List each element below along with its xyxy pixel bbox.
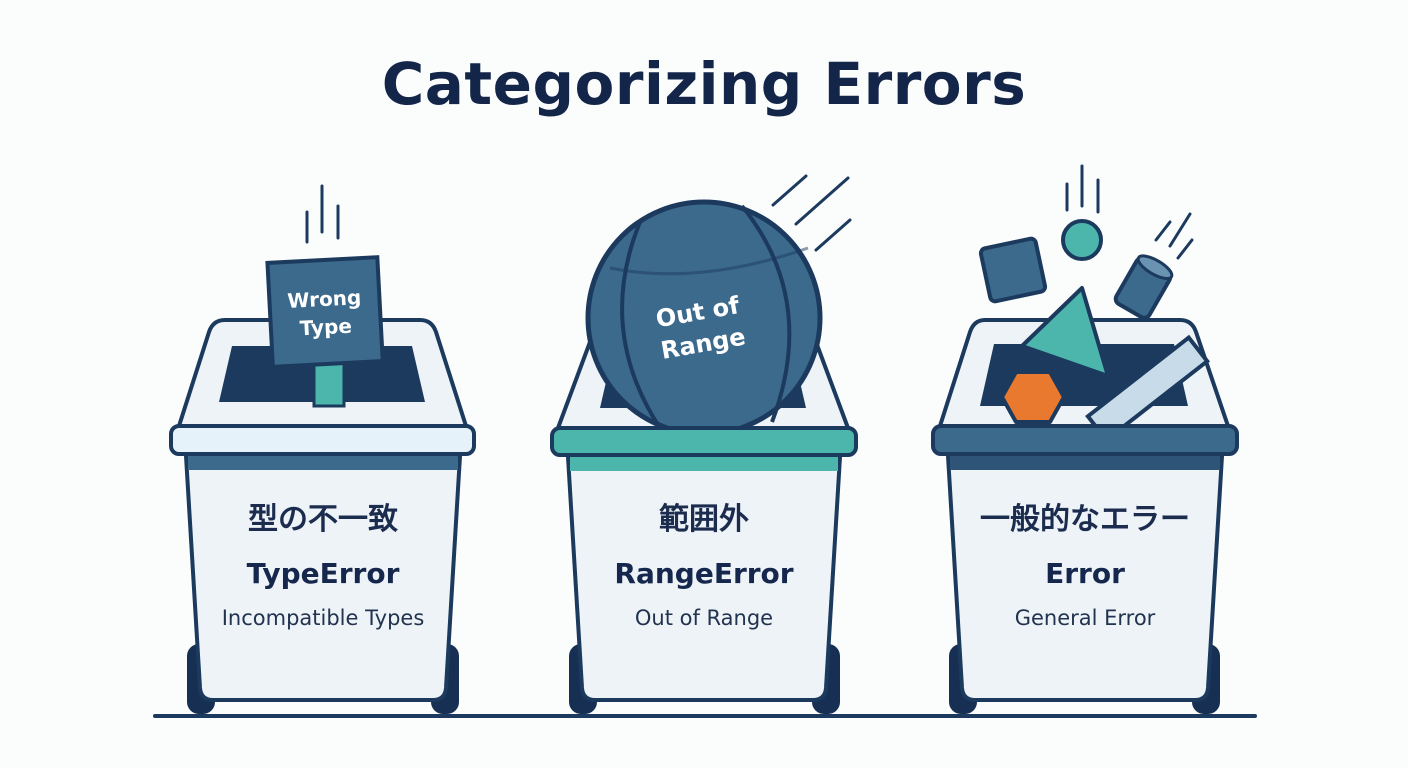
bin-rangeerror-japanese-label: 範囲外 (659, 502, 749, 537)
bin-rangeerror (550, 174, 858, 714)
motion-line (1176, 238, 1194, 260)
bin-typeerror-name: TypeError (246, 557, 400, 590)
motion-line (814, 218, 852, 252)
bin-body (184, 454, 462, 702)
bin-band (188, 456, 458, 470)
falling-shapes (978, 219, 1211, 443)
bin-error-japanese-label: 一般的なエラー (980, 502, 1190, 537)
bin-typeerror-japanese-label: 型の不一致 (248, 502, 398, 537)
bin-rangeerror-name: RangeError (614, 557, 794, 590)
bin-error-name: Error (1045, 557, 1125, 590)
bin-body (566, 455, 842, 702)
bin-error-description: General Error (1014, 606, 1156, 630)
falling-hexagon (1000, 370, 1066, 424)
bin-rim (550, 426, 858, 457)
falling-triangle (1020, 286, 1110, 378)
bin-rim (931, 424, 1239, 456)
page-title: Categorizing Errors (381, 50, 1027, 118)
motion-line (1154, 220, 1172, 242)
bin-body (946, 454, 1224, 702)
bin-rim (169, 424, 476, 456)
falling-sign (265, 255, 385, 408)
bin-rangeerror-description: Out of Range (634, 606, 774, 630)
motion-line (1168, 212, 1192, 248)
falling-ball (585, 199, 823, 437)
bin-typeerror (169, 184, 476, 714)
falling-square (978, 236, 1048, 304)
bin-error (931, 164, 1239, 714)
motion-line (794, 176, 850, 226)
bin-band (570, 457, 838, 471)
sign-label-line2: Type (299, 314, 352, 341)
motion-line (771, 174, 808, 207)
falling-circle (1061, 219, 1103, 261)
sign-label-line1: Wrong (287, 285, 362, 313)
bin-band (950, 456, 1220, 470)
bin-typeerror-description: Incompatible Types (221, 606, 425, 630)
